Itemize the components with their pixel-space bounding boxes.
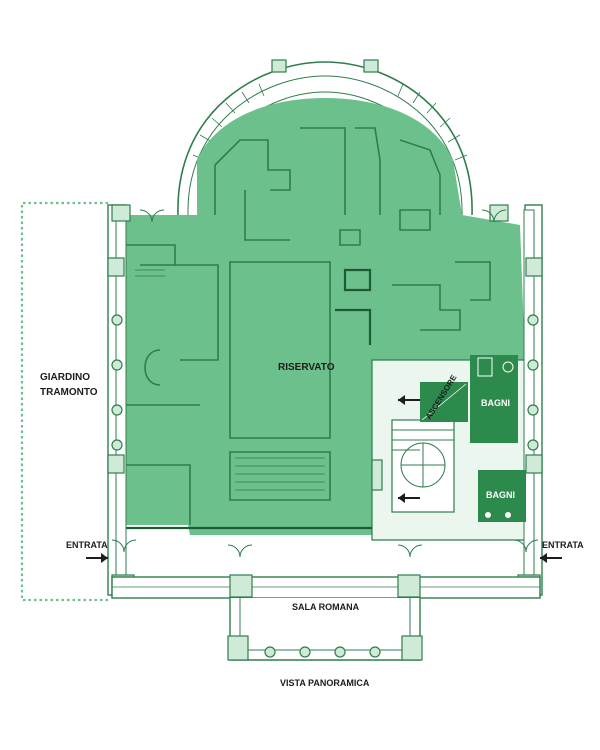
arrow-ascensore (398, 395, 420, 405)
sala-romana-room (111, 574, 541, 599)
bagni-lower-block (478, 470, 526, 522)
arrow-entrata-right (540, 553, 562, 563)
interior-walls (125, 127, 491, 530)
label-tramonto: TRAMONTO (40, 387, 98, 398)
label-vista-panoramica: VISTA PANORAMICA (280, 678, 370, 688)
label-giardino: GIARDINO (40, 372, 90, 383)
vista-panoramica-terrace (227, 598, 423, 661)
label-bagni-upper: BAGNI (481, 398, 510, 408)
ascensore-block (420, 382, 468, 422)
facade-left (107, 204, 127, 596)
label-riservato: RISERVATO (278, 362, 335, 373)
label-sala-romana: SALA ROMANA (292, 602, 360, 612)
arrow-entrata-left (86, 553, 108, 563)
bagni-upper-block (470, 355, 518, 443)
facade-right (523, 204, 543, 596)
label-entrata-right: ENTRATA (542, 540, 584, 550)
label-bagni-lower: BAGNI (486, 490, 515, 500)
reserved-area (125, 98, 525, 535)
label-entrata-left: ENTRATA (66, 540, 108, 550)
arrow-bagni-lower (398, 493, 420, 503)
